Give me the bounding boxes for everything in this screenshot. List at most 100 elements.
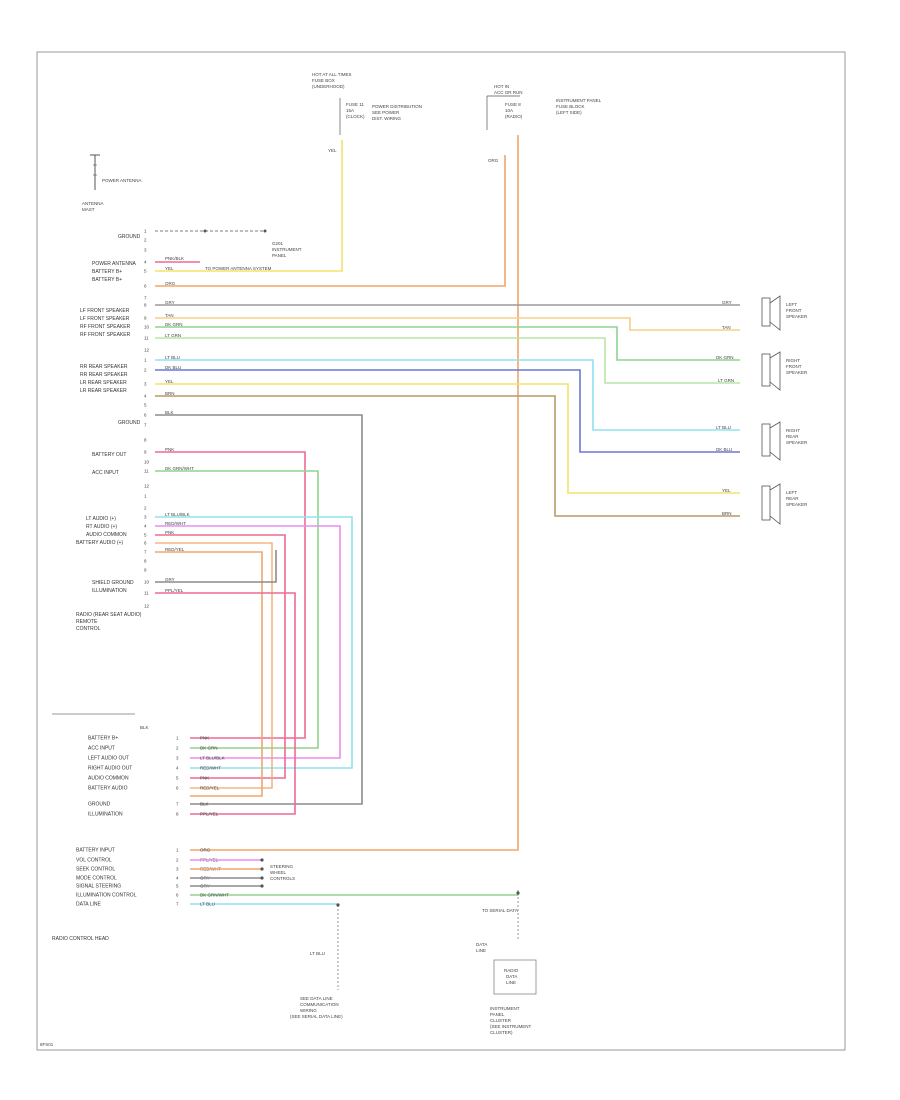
svg-text:FUSE 8: FUSE 8 (505, 102, 521, 107)
pin-number: 4 (176, 766, 179, 771)
pin-number: 7 (176, 802, 179, 807)
data-note: TO SERIAL DATA (482, 908, 518, 913)
wire-code-label: DK GRN/WHT (200, 893, 229, 898)
pin-number: 9 (144, 450, 147, 455)
svg-text:RADIO (REAR SEAT AUDIO): RADIO (REAR SEAT AUDIO) (76, 612, 142, 618)
wire-code-label: RED/WHT (200, 766, 221, 771)
svg-text:LT AUDIO (+): LT AUDIO (+) (86, 516, 116, 522)
wire-code-label: BRN (722, 511, 732, 516)
svg-text:SEE DATA LINE: SEE DATA LINE (300, 996, 333, 1001)
pin-number: 7 (144, 296, 147, 301)
control-row-label: SEEK CONTROL (76, 867, 115, 873)
pin-number: 6 (176, 893, 179, 898)
pin-number: 11 (144, 336, 149, 341)
wire-code-label: DK GRN (165, 322, 183, 327)
svg-text:LEFT: LEFT (786, 302, 797, 307)
control-row-label: BATTERY INPUT (76, 848, 115, 854)
svg-text:RF FRONT SPEAKER: RF FRONT SPEAKER (80, 332, 131, 338)
wire-code-label: BLK (140, 725, 149, 730)
svg-text:SPEAKER: SPEAKER (786, 502, 808, 507)
wire-code-label: LT BLU/BLK (200, 756, 225, 761)
data-line-note-left: SEE DATA LINE COMMUNICATION WIRING (SEE … (290, 996, 343, 1019)
svg-text:CLUSTER: CLUSTER (490, 1018, 512, 1023)
wire-code-label: PNK/BLK (165, 256, 184, 261)
pin-number: 2 (176, 746, 179, 751)
svg-text:PANEL: PANEL (490, 1012, 505, 1017)
svg-text:(SEE INSTRUMENT: (SEE INSTRUMENT (490, 1024, 532, 1029)
instrument-cluster: DATA LINE RADIO DATA LINE INSTRUMENT PAN… (476, 893, 537, 1035)
svg-text:RT AUDIO (+): RT AUDIO (+) (86, 524, 117, 530)
wire-code-label: PNK (165, 530, 174, 535)
svg-text:G201: G201 (272, 241, 284, 246)
pin-number: 10 (144, 580, 150, 585)
pin-number: 3 (176, 867, 179, 872)
pin-number: 6 (144, 413, 147, 418)
remote-row-label: RIGHT AUDIO OUT (88, 766, 132, 772)
pin-number: 7 (144, 423, 147, 428)
svg-text:SPEAKER: SPEAKER (786, 440, 808, 445)
wire-code-label: YEL (165, 266, 174, 271)
svg-text:LR REAR SPEAKER: LR REAR SPEAKER (80, 388, 127, 394)
control-row-label: VOL CONTROL (76, 858, 112, 864)
wire-code-label: TAN (722, 325, 731, 330)
pin-number: 8 (144, 303, 147, 308)
svg-text:CONTROLS: CONTROLS (270, 876, 295, 881)
wire-code-label: DK GRN (716, 355, 734, 360)
svg-text:GROUND: GROUND (118, 420, 141, 426)
pin-number: 6 (176, 786, 179, 791)
svg-text:FUSE 11: FUSE 11 (346, 102, 364, 107)
svg-text:REMOTE: REMOTE (76, 619, 98, 625)
control-row-label: SIGNAL STEERING (76, 884, 121, 890)
frame-code: 8FS01 (40, 1042, 54, 1047)
wire-code-label: RED/YEL (200, 786, 220, 791)
radio-connector-labels: GROUND POWER ANTENNA BATTERY B+ BATTERY … (76, 234, 142, 632)
wire-code-label: LT BLU (716, 425, 731, 430)
wire-code-label: YEL (722, 488, 731, 493)
svg-text:FRONT: FRONT (786, 364, 802, 369)
svg-text:RR REAR SPEAKER: RR REAR SPEAKER (80, 372, 128, 378)
wire-code-label: DK GRN (200, 746, 218, 751)
svg-text:YEL: YEL (328, 148, 337, 153)
pin-number: 3 (144, 382, 147, 387)
pin-number: 2 (144, 238, 147, 243)
antenna-label: ANTENNA (82, 201, 104, 206)
svg-text:LR REAR SPEAKER: LR REAR SPEAKER (80, 380, 127, 386)
svg-text:FUSE BOX: FUSE BOX (312, 78, 335, 83)
svg-text:BATTERY OUT: BATTERY OUT (92, 452, 126, 458)
hot-in-acc-connector: HOT IN ACC OR RUN FUSE 8 10A (RADIO) INS… (486, 84, 602, 163)
hot-at-all-times-connector: HOT AT ALL TIMES FUSE BOX (UNDERHOOD) FU… (312, 72, 422, 153)
svg-text:RF FRONT SPEAKER: RF FRONT SPEAKER (80, 324, 131, 330)
svg-text:REAR: REAR (786, 434, 799, 439)
pin-number: 2 (176, 858, 179, 863)
svg-text:ACC INPUT: ACC INPUT (92, 470, 119, 476)
wire-code-label: ORG (200, 848, 211, 853)
svg-text:FUSE BLOCK: FUSE BLOCK (556, 104, 585, 109)
wire-code-label: PNK (165, 447, 174, 452)
remote-row-label: BATTERY AUDIO (88, 786, 128, 792)
left-rear-speaker: LEFT REAR SPEAKER (761, 483, 808, 525)
pin-number: 9 (144, 316, 147, 321)
pin-number: 12 (144, 484, 150, 489)
svg-text:POWER ANTENNA: POWER ANTENNA (92, 261, 137, 267)
wire-code-label: LT BLU (200, 902, 215, 907)
pin-number: 1 (176, 848, 179, 853)
svg-text:DATA: DATA (476, 942, 487, 947)
svg-text:HOT IN: HOT IN (494, 84, 509, 89)
pin-number: 10 (144, 460, 150, 465)
svg-text:WIRING: WIRING (300, 1008, 317, 1013)
right-front-speaker: RIGHT FRONT SPEAKER (761, 351, 808, 391)
svg-text:CONTROL: CONTROL (76, 626, 101, 632)
wire-code-label: PPL/YEL (200, 812, 219, 817)
wire-code-label: PNK (200, 736, 209, 741)
remote-row-label: AUDIO COMMON (88, 776, 129, 782)
wire-code-label: LT GRN (718, 378, 734, 383)
control-block-name: RADIO CONTROL HEAD (52, 936, 109, 942)
pin-number: 3 (144, 515, 147, 520)
wire-code-label: GRY (165, 577, 175, 582)
radio-connector-pins: 1234567891011121234567891011121234567891… (144, 229, 150, 609)
svg-text:RIGHT: RIGHT (786, 428, 800, 433)
svg-text:BATTERY B+: BATTERY B+ (92, 269, 122, 275)
svg-text:RR REAR SPEAKER: RR REAR SPEAKER (80, 364, 128, 370)
